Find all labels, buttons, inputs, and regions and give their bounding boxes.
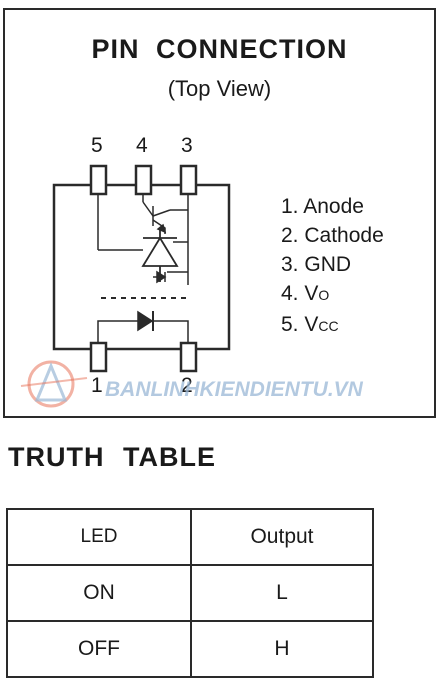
small-diode [153,270,167,284]
legend-item-vo: 4. VO [281,282,330,305]
pin-5-lead [89,164,108,196]
table-row: ON L [6,564,374,622]
package-diagram [52,164,231,373]
truth-table-header-row: LED Output [6,508,374,566]
pin-connection-subtitle: (Top View) [167,76,272,101]
vcc-wiring [97,194,143,251]
pin-label-3: 3 [181,134,193,157]
legend-item-vcc: 5. VCC [281,313,339,336]
pin-label-2: 2 [181,374,193,397]
legend-item-cathode: 2. Cathode [281,224,384,247]
header-led: LED [6,508,192,566]
pin-legend: 1. Anode 2. Cathode 3. GND 4. VO 5. VCC [281,192,384,341]
watermark-logo-icon [20,360,88,408]
truth-table: LED Output ON L OFF H [6,508,374,678]
output-transistor [142,194,188,234]
legend-item-anode: 1. Anode [281,195,364,218]
pin-label-4: 4 [136,134,148,157]
gnd-wiring [167,194,189,285]
cell-output-l: L [190,564,374,622]
led-circuit [97,310,189,343]
pin-2-lead [179,341,198,373]
pin-4-lead [134,164,153,196]
pin-label-5: 5 [91,134,103,157]
truth-table-title: TRUTH TABLE [8,442,216,472]
header-output: Output [190,508,374,566]
table-row: OFF H [6,620,374,678]
pin-3-lead [179,164,198,196]
cell-led-on: ON [6,564,192,622]
pin-connection-panel: PIN CONNECTION (Top View) [3,8,436,418]
cell-led-off: OFF [6,620,192,678]
legend-item-gnd: 3. GND [281,253,352,276]
cell-output-h: H [190,620,374,678]
watermark-text: BANLINHKIENDIENTU.VN [105,378,363,401]
pin-connection-title: PIN CONNECTION [91,34,348,64]
pin-label-1: 1 [91,374,103,397]
